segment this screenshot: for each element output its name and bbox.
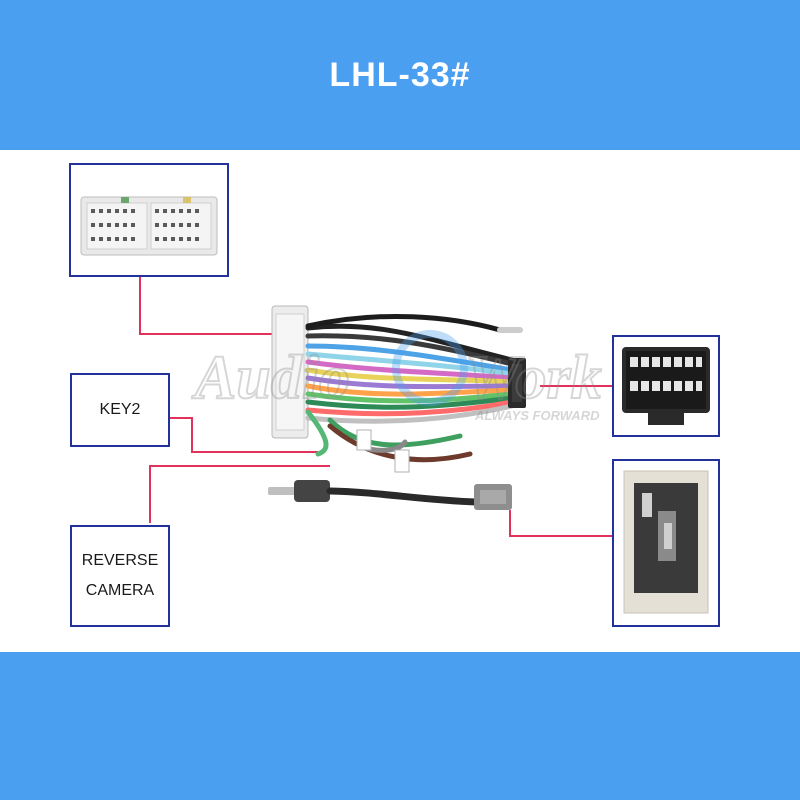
antenna-cable [268,480,512,510]
power-connector-box [612,335,720,437]
page-title: LHL-33# [329,55,471,94]
wire-tag [356,429,372,451]
diagram-area: Audio Work ALWAYS FORWARD KEY2 [0,150,800,652]
leader-lines [139,277,612,537]
watermark-brand-2: Work [465,344,602,412]
power-connector-illustration [622,347,710,425]
antenna-connector-box [612,459,720,627]
key2-box: KEY2 [70,373,170,447]
reverse-label-line1: REVERSE [81,551,159,569]
wire-tag [394,449,410,473]
harness-main-plug [271,305,309,439]
footer-banner [0,652,800,800]
watermark: Audio Work ALWAYS FORWARD [190,330,603,423]
reverse-camera-box: REVERSE CAMERA [70,525,170,627]
reverse-label-line2: CAMERA [85,582,155,599]
title-banner: LHL-33# [0,0,800,150]
wiring-diagram: Audio Work ALWAYS FORWARD [139,277,612,537]
watermark-tagline: ALWAYS FORWARD [474,408,600,423]
leader-line-key2 [170,417,318,453]
harness-output-plug [508,358,526,408]
leader-line-antenna-connector [509,510,612,537]
watermark-brand: Audio [191,344,350,412]
key2-label: KEY2 [99,400,141,418]
leader-line-reverse-camera [149,465,330,523]
main-connector-illustration [80,196,218,256]
main-connector-box [69,163,229,277]
leader-line-main-connector [139,277,282,335]
antenna-connector-illustration [623,470,709,614]
